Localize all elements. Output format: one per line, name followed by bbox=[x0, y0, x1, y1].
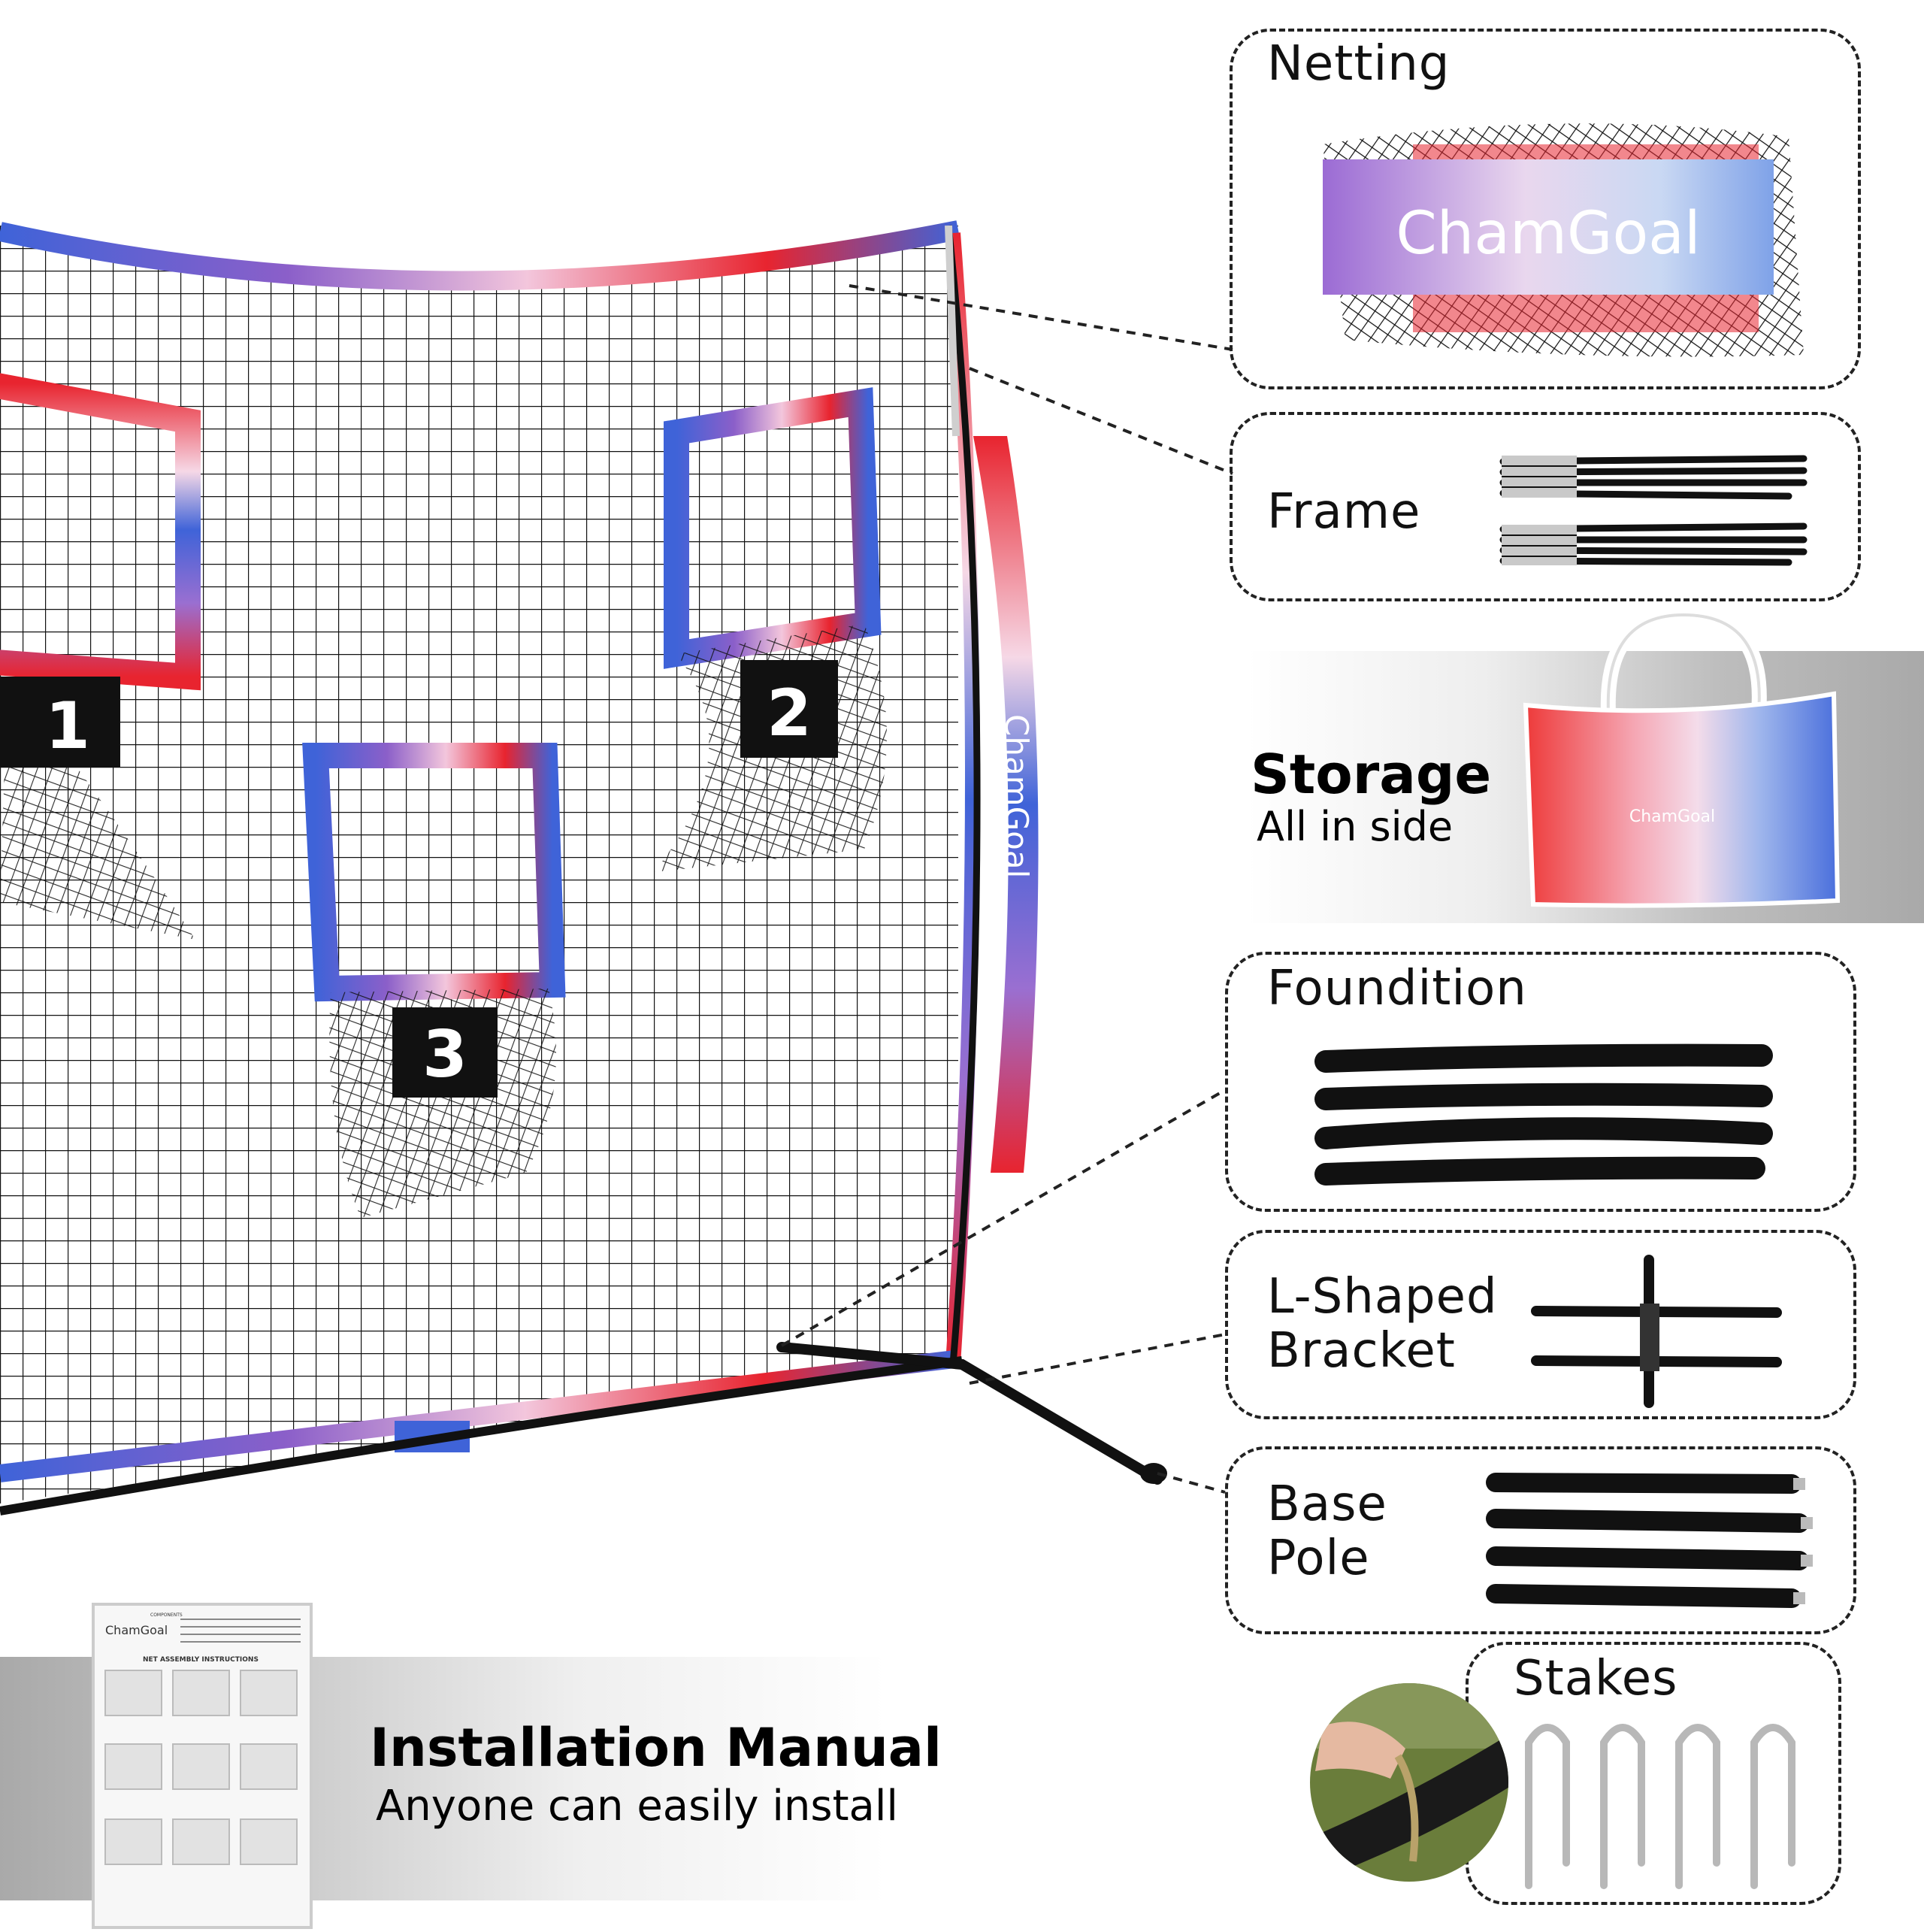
frame-label: Frame bbox=[1267, 484, 1421, 540]
frame-base-leg bbox=[776, 1342, 1163, 1485]
stakes-label: Stakes bbox=[1514, 1651, 1678, 1706]
target-2-number: 2 bbox=[767, 676, 812, 751]
manual-booklet-components: COMPONENTS bbox=[150, 1613, 183, 1618]
storage-bag-image: ChamGoal bbox=[1523, 607, 1841, 908]
netting-bag-brand: ChamGoal bbox=[1396, 200, 1700, 268]
l-bracket-label: L-Shaped Bracket bbox=[1267, 1269, 1498, 1379]
target-2-badge bbox=[740, 660, 838, 758]
foundation-label: Foundition bbox=[1267, 961, 1527, 1016]
frame-image bbox=[1499, 455, 1808, 566]
foundation-image bbox=[1314, 1043, 1773, 1186]
target-1-number: 1 bbox=[45, 689, 90, 764]
side-banner-brand: ChamGoal bbox=[998, 714, 1035, 878]
storage-bag-brand: ChamGoal bbox=[1629, 807, 1715, 826]
frame-base-curve bbox=[0, 1356, 963, 1516]
stakes-image bbox=[1525, 1724, 1795, 1889]
l-bracket-image bbox=[1531, 1255, 1782, 1408]
netting-image: ChamGoal bbox=[1323, 123, 1804, 357]
base-pole-image bbox=[1486, 1473, 1813, 1608]
target-2: 2 bbox=[654, 387, 887, 872]
foundation-panel: Foundition bbox=[1225, 952, 1856, 1212]
manual-booklet-heading: NET ASSEMBLY INSTRUCTIONS bbox=[143, 1656, 259, 1664]
manual-booklet-image: ChamGoal COMPONENTS NET ASSEMBLY INSTRUC… bbox=[92, 1603, 313, 1929]
l-bracket-panel: L-Shaped Bracket bbox=[1225, 1230, 1856, 1419]
net-illustration: ChamGoal 1 2 3 bbox=[0, 220, 1167, 1516]
base-pole-panel: Base Pole bbox=[1225, 1446, 1856, 1634]
manual-subtitle: Anyone can easily install bbox=[376, 1782, 898, 1831]
net-bottom-border bbox=[0, 1350, 956, 1482]
netting-panel: Netting ChamGoal bbox=[1230, 29, 1861, 389]
netting-label: Netting bbox=[1267, 36, 1451, 92]
storage-subtitle: All in side bbox=[1257, 803, 1454, 850]
manual-booklet-brand: ChamGoal bbox=[105, 1623, 168, 1637]
target-1-badge bbox=[0, 677, 120, 767]
storage-title: Storage bbox=[1251, 743, 1492, 806]
frame-panel: Frame bbox=[1230, 412, 1861, 601]
target-3-number: 3 bbox=[422, 1017, 467, 1092]
target-3-badge bbox=[392, 1007, 498, 1098]
net-top-border bbox=[0, 220, 960, 291]
stakes-closeup-photo bbox=[1310, 1683, 1508, 1882]
base-pole-label: Base Pole bbox=[1267, 1476, 1387, 1586]
stakes-panel: Stakes bbox=[1466, 1642, 1841, 1905]
side-banner: ChamGoal bbox=[973, 436, 1039, 1173]
manual-title: Installation Manual bbox=[370, 1717, 942, 1779]
target-1: 1 bbox=[0, 373, 201, 940]
target-3: 3 bbox=[302, 743, 566, 1218]
